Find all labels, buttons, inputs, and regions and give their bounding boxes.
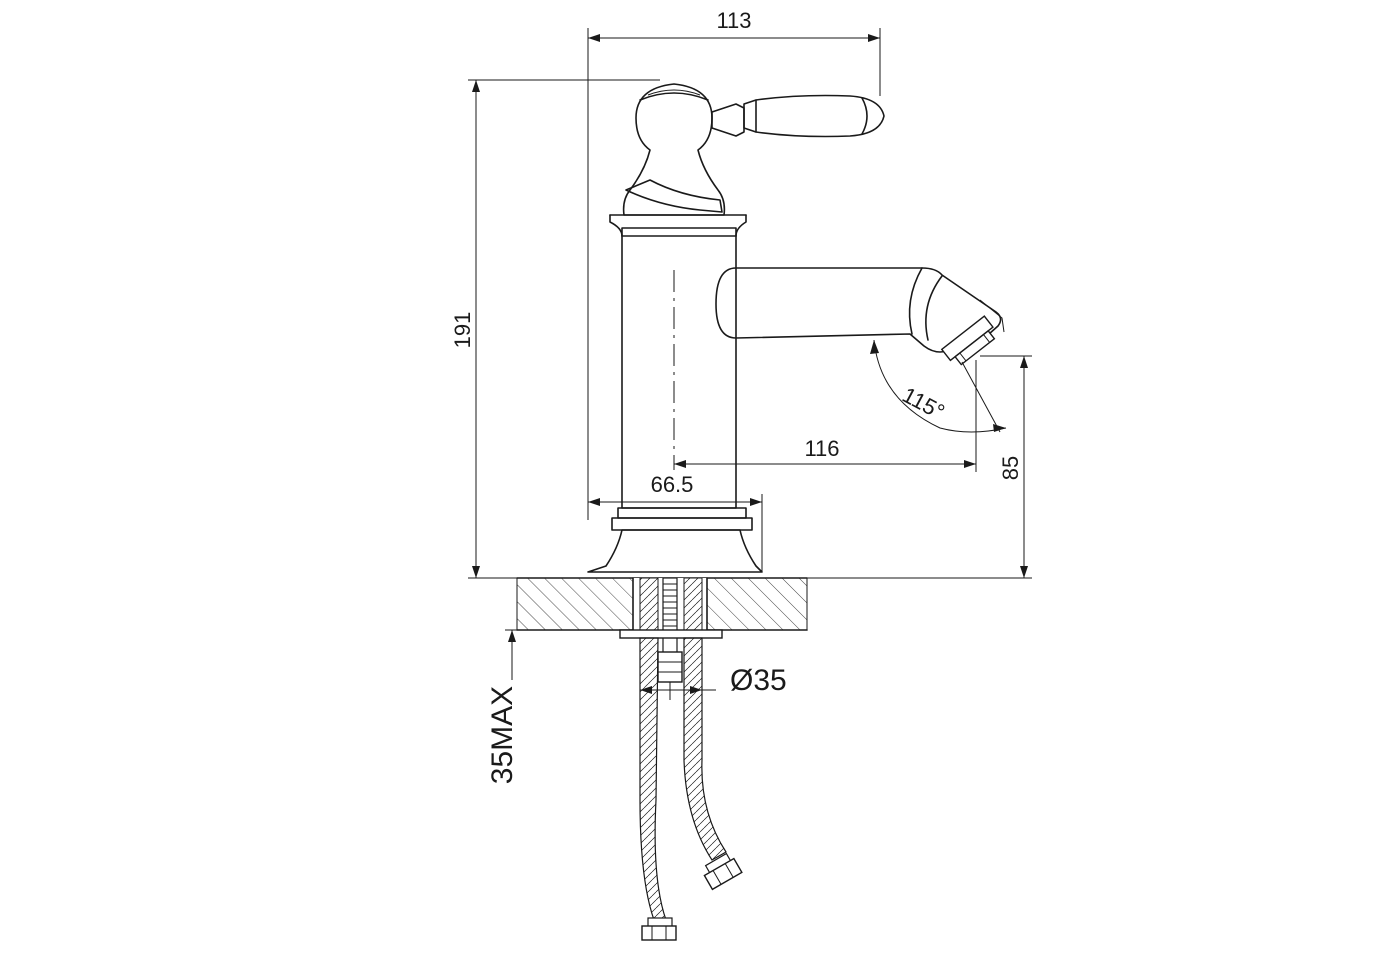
dim-85-label: 85	[998, 456, 1023, 480]
countertop-section	[516, 577, 808, 631]
faucet-body	[587, 83, 1005, 573]
dimension-spout-reach: 116	[674, 360, 977, 472]
dimension-height-total: 191	[450, 79, 660, 579]
dim-66-5-label: 66.5	[651, 472, 694, 497]
dimension-deck-thickness: 35MAX	[486, 629, 519, 784]
dim-113-label: 113	[716, 8, 751, 33]
dim-115-label: 115°	[898, 382, 948, 425]
dim-35max-label: 35MAX	[486, 686, 519, 784]
dimension-base-diameter: 66.5	[588, 472, 763, 572]
dimension-spout-height: 85	[807, 355, 1032, 579]
dim-116-label: 116	[804, 436, 839, 461]
dim-191-label: 191	[450, 312, 475, 349]
mounting-hardware	[619, 577, 743, 941]
dimension-spout-angle: 115°	[870, 339, 1007, 433]
dim-35-label: Ø35	[730, 664, 787, 697]
dimension-width-top: 113	[587, 8, 881, 96]
dimension-hole-diameter: Ø35	[640, 664, 787, 697]
